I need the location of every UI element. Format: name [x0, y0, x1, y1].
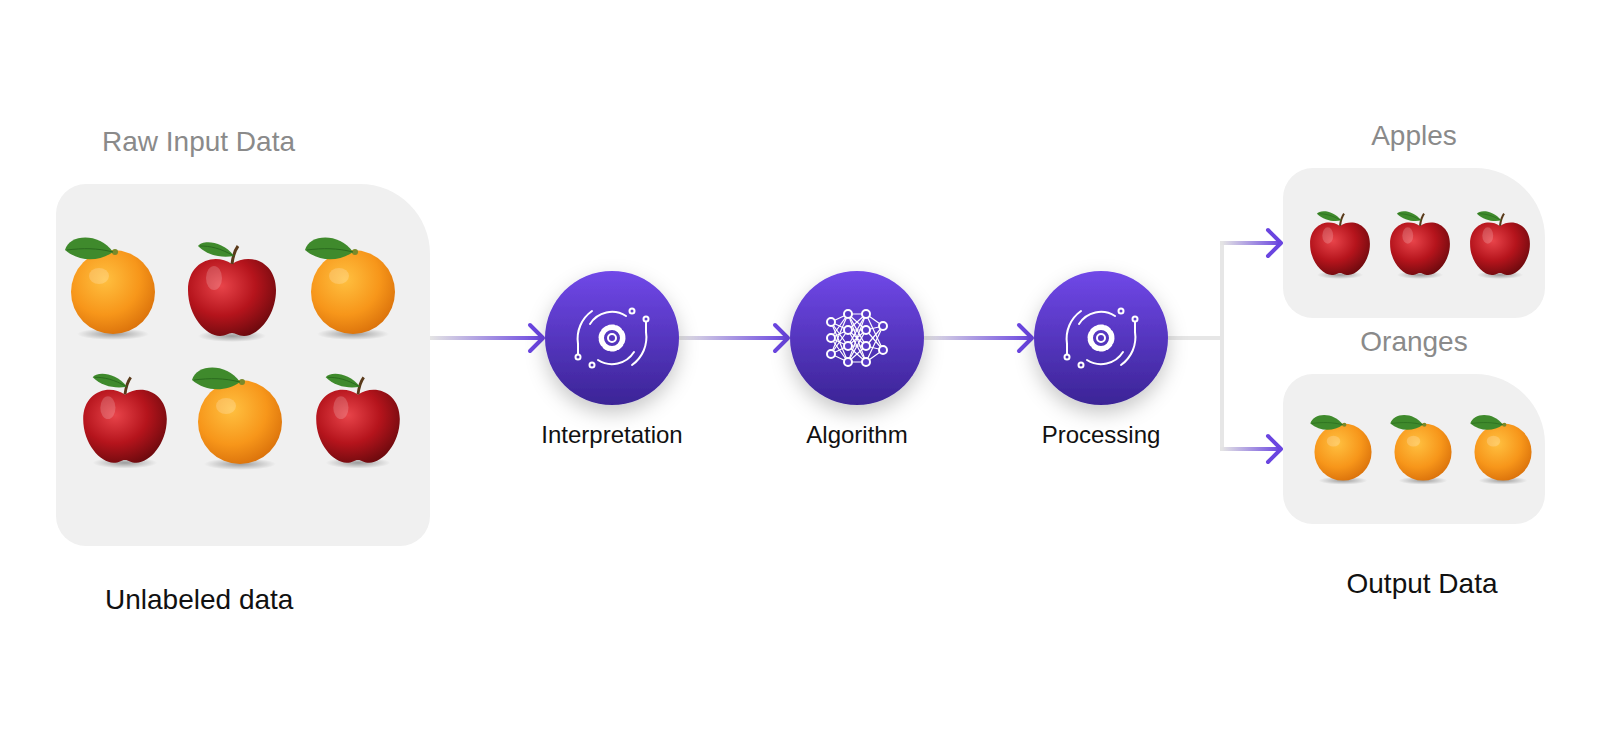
caption-label: Output Data — [1347, 568, 1498, 600]
group-panel: Oranges — [1283, 374, 1545, 524]
group-panel: Apples — [1283, 168, 1545, 318]
caption-label: Unlabeled data — [105, 584, 293, 616]
circle-shape — [790, 271, 924, 405]
group-panel: Raw Input Data — [56, 184, 430, 546]
circle-shape — [545, 271, 679, 405]
process-circle: Processing — [1034, 271, 1168, 405]
step-label: Processing — [1042, 421, 1161, 449]
group-heading: Raw Input Data — [102, 126, 295, 158]
step-label: Algorithm — [806, 421, 907, 449]
group-heading: Oranges — [1360, 326, 1467, 358]
process-circle: Interpretation — [545, 271, 679, 405]
flow-arrow — [1168, 338, 1281, 462]
flow-arrow — [679, 325, 788, 351]
flow-arrow — [924, 325, 1032, 351]
step-label: Interpretation — [541, 421, 682, 449]
circle-shape — [1034, 271, 1168, 405]
process-circle: Algorithm — [790, 271, 924, 405]
group-heading: Apples — [1371, 120, 1457, 152]
flow-arrow — [430, 325, 543, 351]
flow-arrow — [1168, 230, 1281, 338]
